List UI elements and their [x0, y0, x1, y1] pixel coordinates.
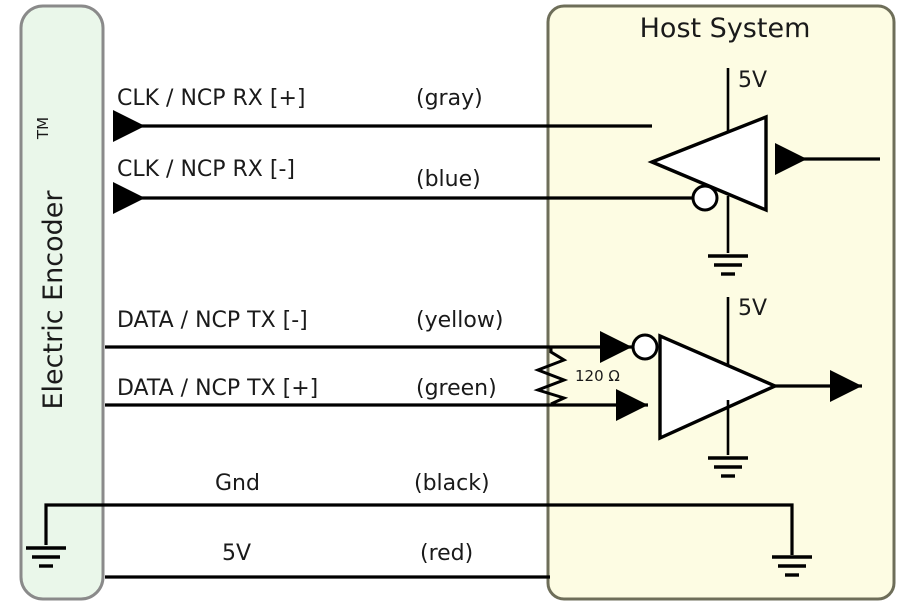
encoder-title: Electric Encoder: [38, 190, 69, 410]
signal-wire-color-5: (red): [420, 541, 473, 566]
signal-row-5v: 5V (red): [105, 541, 550, 579]
signal-wire-color-2: (yellow): [416, 308, 503, 333]
encoder-title-group: Electric Encoder TM: [34, 117, 69, 410]
receiver-triangle: [658, 333, 780, 441]
signal-wire-4: [44, 503, 794, 555]
host-chassis-ground-symbol: [772, 555, 812, 577]
receiver-vcc-label: 5V: [738, 296, 767, 321]
signal-row-data-tx-plus: DATA / NCP TX [+] (green): [105, 376, 648, 421]
host-driver-gate: 5V: [647, 68, 880, 276]
host-panel: [546, 4, 896, 601]
host-title: Host System: [640, 13, 811, 44]
signal-label-5: 5V: [222, 541, 251, 566]
signal-label-3: DATA / NCP TX [+]: [117, 376, 318, 401]
signal-wire-color-1: (blue): [416, 167, 481, 192]
signal-label-1: CLK / NCP RX [-]: [117, 157, 295, 182]
receiver-ground-symbol: [708, 456, 748, 478]
signal-label-0: CLK / NCP RX [+]: [117, 86, 305, 111]
signal-wire-color-3: (green): [416, 376, 497, 401]
driver-inversion-bubble: [691, 184, 719, 212]
driver-vcc-label: 5V: [738, 68, 767, 93]
resistor-zigzag: [533, 347, 569, 406]
driver-ground-symbol: [708, 254, 748, 276]
signal-wire-color-4: (black): [414, 471, 490, 496]
host-receiver-gate: 5V: [631, 296, 862, 478]
signal-label-4: Gnd: [215, 471, 260, 496]
resistor-value-label: 120 Ω: [575, 367, 620, 385]
signal-row-data-tx-minus: DATA / NCP TX [-] (yellow): [105, 308, 632, 363]
signal-row-clk-rx-minus: CLK / NCP RX [-] (blue): [113, 157, 692, 214]
signal-label-2: DATA / NCP TX [-]: [117, 308, 308, 333]
encoder-ground-symbol: [26, 546, 66, 568]
receiver-inversion-bubble: [631, 333, 659, 361]
encoder-title-trademark: TM: [34, 117, 52, 140]
signal-row-gnd: Gnd (black): [44, 471, 794, 555]
signal-wire-color-0: (gray): [416, 86, 483, 111]
encoder-panel: [19, 4, 105, 601]
signal-row-clk-rx-plus: CLK / NCP RX [+] (gray): [113, 86, 652, 142]
termination-resistor: 120 Ω: [533, 347, 620, 406]
